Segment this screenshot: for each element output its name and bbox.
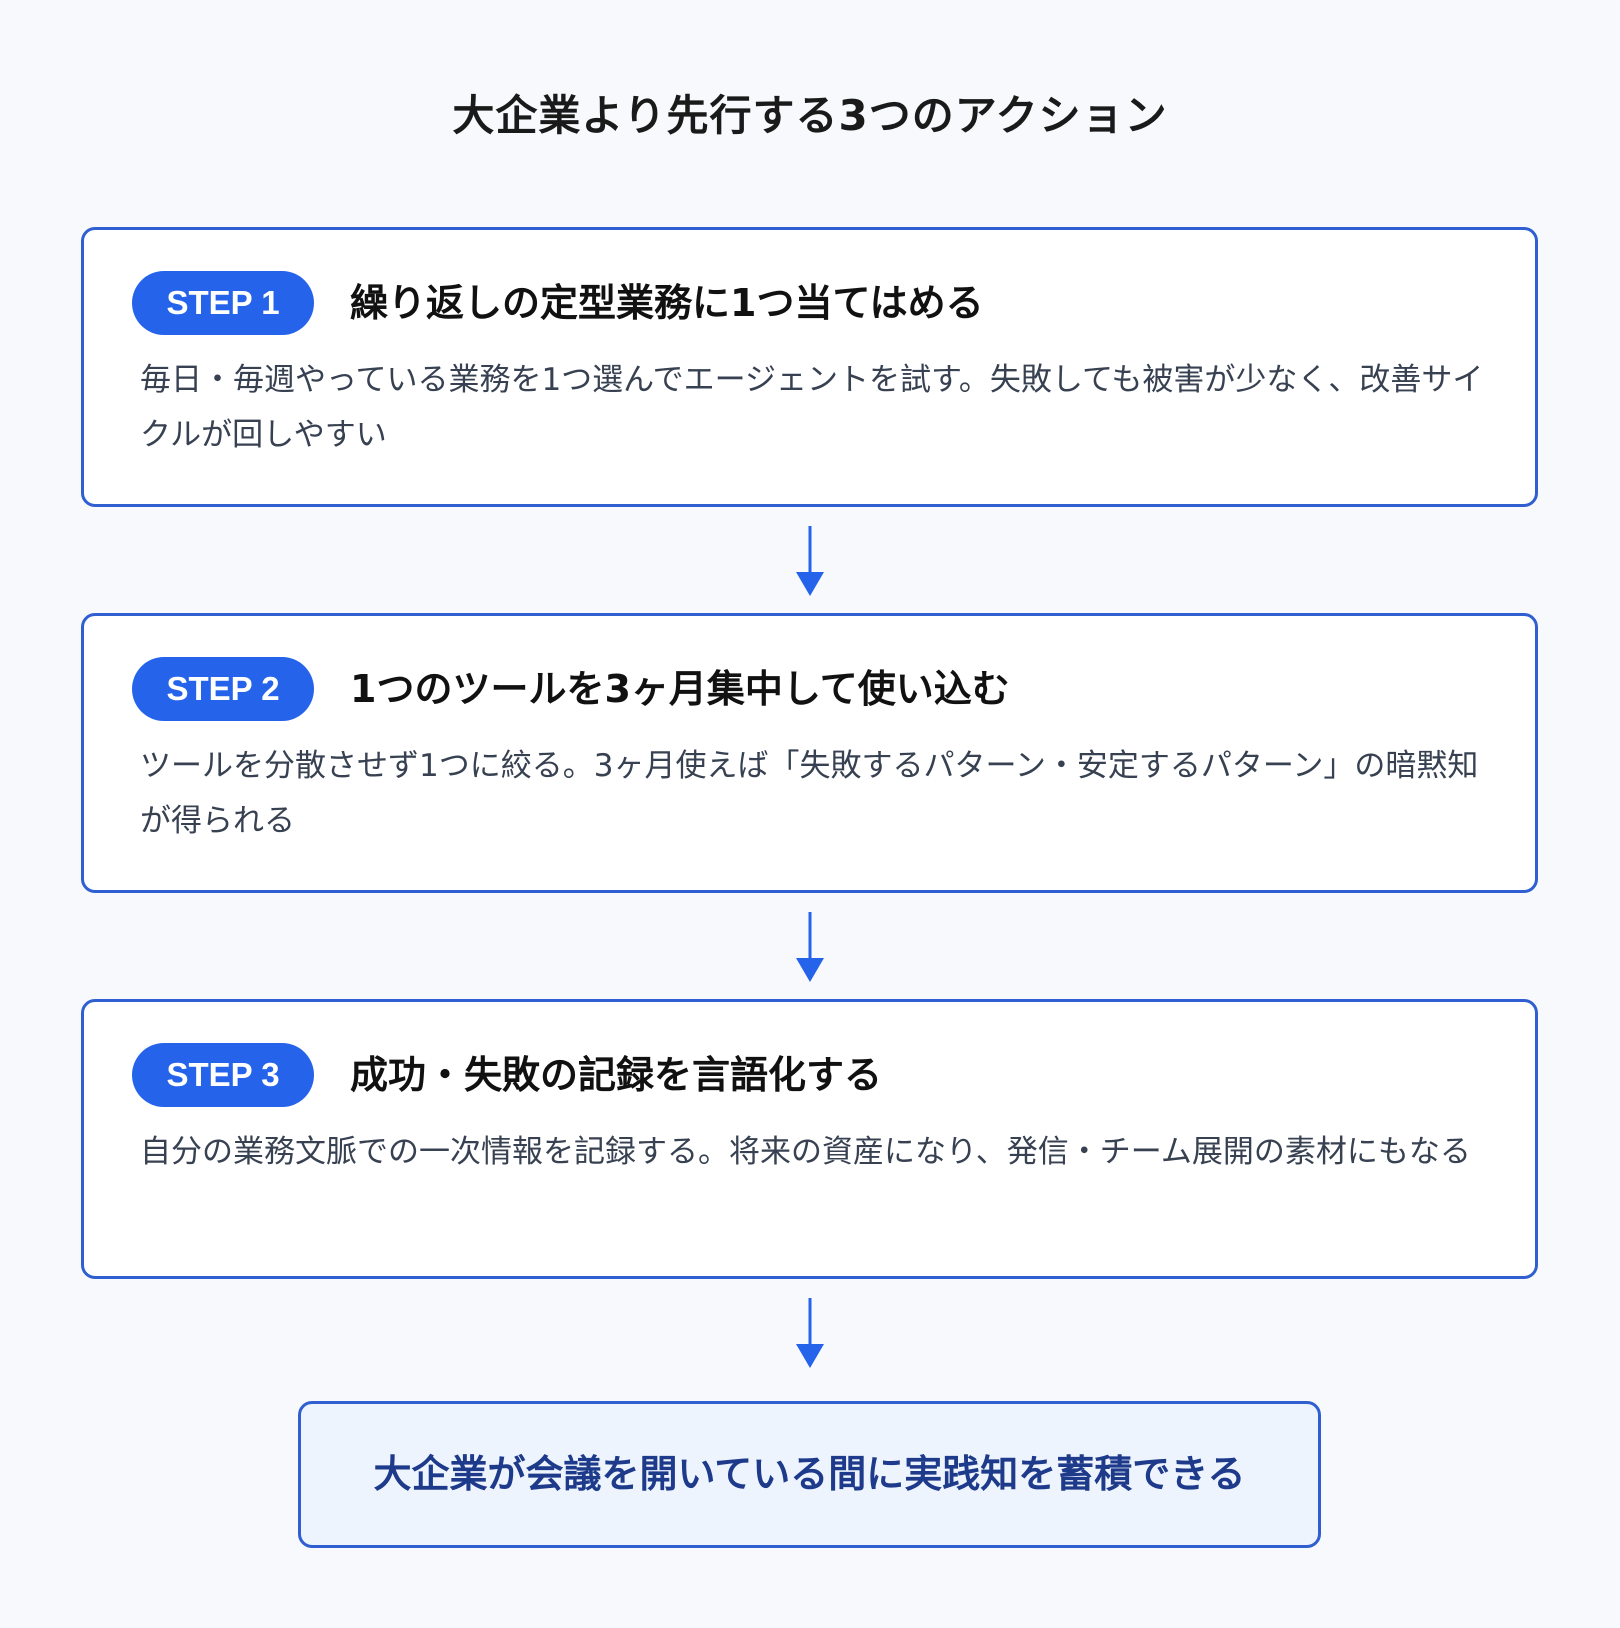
step-card-3: STEP 3 成功・失敗の記録を言語化する 自分の業務文脈での一次情報を記録する… bbox=[81, 999, 1538, 1279]
result-box: 大企業が会議を開いている間に実践知を蓄積できる bbox=[298, 1401, 1321, 1548]
step-description-3: 自分の業務文脈での一次情報を記録する。将来の資産になり、発信・チーム展開の素材に… bbox=[140, 1134, 1471, 1170]
step-badge-3: STEP 3 bbox=[132, 1043, 314, 1107]
step-heading-1: 繰り返しの定型業務に1つ当てはめる bbox=[350, 281, 984, 325]
arrow-down-icon bbox=[796, 526, 824, 596]
step-heading-2: 1つのツールを3ヶ月集中して使い込む bbox=[350, 667, 1010, 711]
step-badge-2: STEP 2 bbox=[132, 657, 314, 721]
step-card-1: STEP 1 繰り返しの定型業務に1つ当てはめる 毎日・毎週やっている業務を1つ… bbox=[81, 227, 1538, 507]
step-badge-1: STEP 1 bbox=[132, 271, 314, 335]
page-title: 大企業より先行する3つのアクション bbox=[452, 91, 1168, 140]
arrow-down-icon bbox=[796, 1298, 824, 1368]
step-description-2: ツールを分散させず1つに絞る。3ヶ月使えば「失敗するパターン・安定するパターン」… bbox=[140, 748, 1479, 839]
arrow-down-icon bbox=[796, 912, 824, 982]
step-card-2: STEP 2 1つのツールを3ヶ月集中して使い込む ツールを分散させず1つに絞る… bbox=[81, 613, 1538, 893]
step-heading-3: 成功・失敗の記録を言語化する bbox=[350, 1053, 883, 1097]
step-description-1: 毎日・毎週やっている業務を1つ選んでエージェントを試す。失敗しても被害が少なく、… bbox=[140, 362, 1484, 453]
